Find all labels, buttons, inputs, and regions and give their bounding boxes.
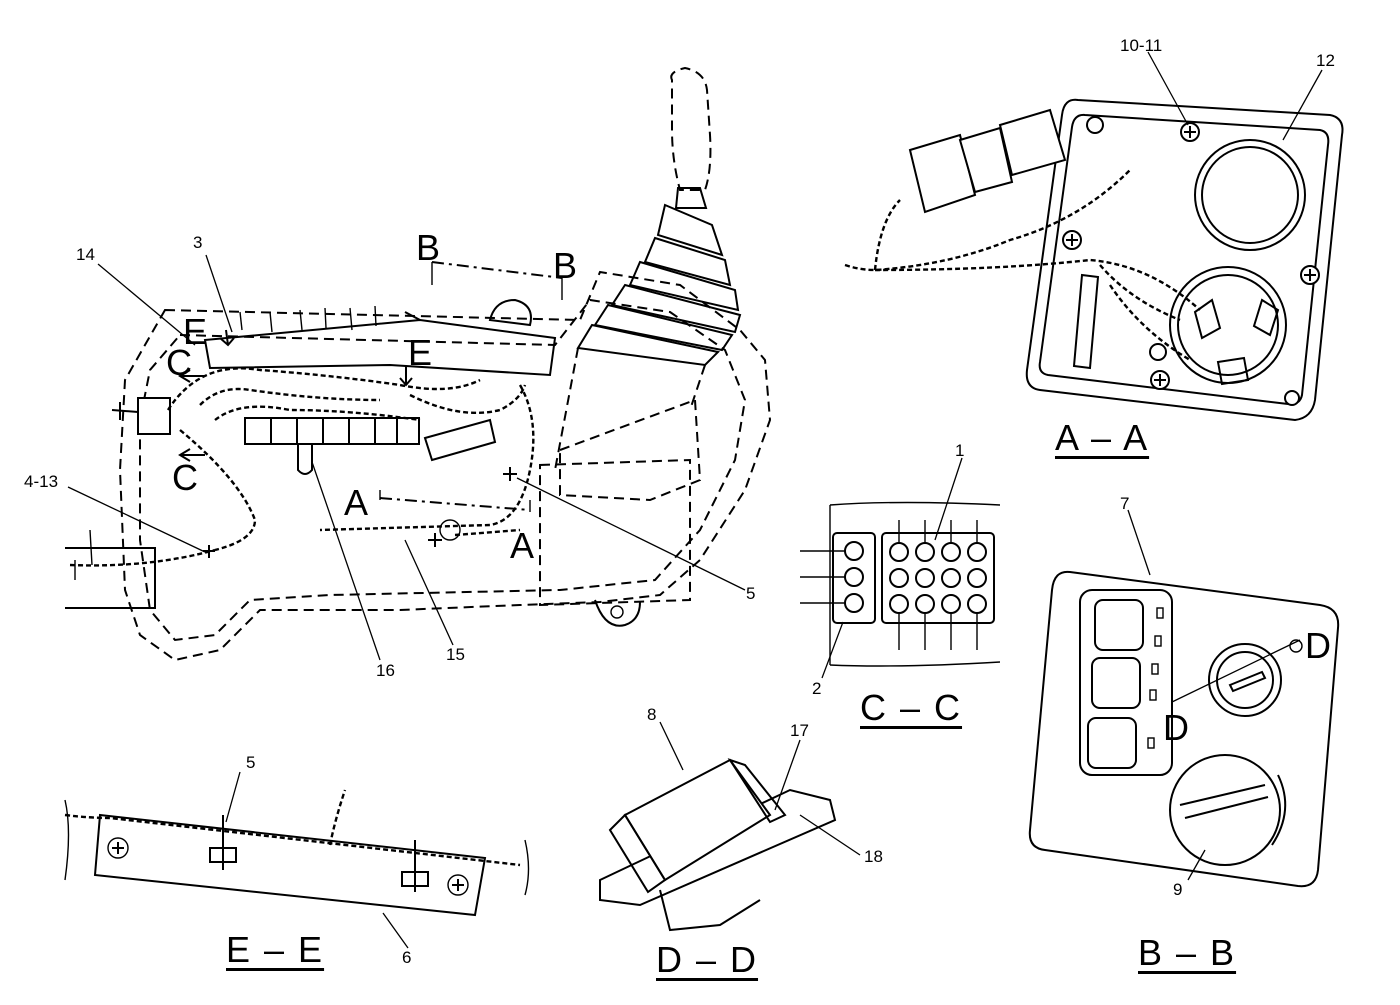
section-marker-e-right: E (408, 332, 433, 373)
section-marker-a-left: A (344, 482, 369, 523)
callout-4-13: 4-13 (24, 472, 59, 491)
callout-1: 1 (955, 441, 965, 460)
section-marker-e-left: E (183, 311, 208, 352)
view-title-ee: E – E (226, 929, 325, 970)
callout-10-11: 10-11 (1120, 36, 1163, 55)
callout-3: 3 (193, 233, 203, 252)
callout-14: 14 (76, 245, 95, 264)
callout-7: 7 (1120, 494, 1130, 513)
callout-12: 12 (1316, 51, 1335, 70)
callout-5-ee: 5 (246, 753, 256, 772)
callout-5-main: 5 (746, 584, 756, 603)
section-marker-d-lower: D (1163, 707, 1189, 748)
callout-9: 9 (1173, 880, 1183, 899)
callout-6: 6 (402, 948, 412, 967)
callout-18: 18 (864, 847, 883, 866)
callout-8: 8 (647, 705, 657, 724)
aa-screws (1062, 116, 1320, 406)
callout-15: 15 (446, 645, 465, 664)
view-title-bb: B – B (1138, 932, 1237, 973)
view-bb (1028, 509, 1340, 888)
callout-16: 16 (376, 661, 395, 680)
section-marker-c-top: C (166, 342, 192, 383)
section-marker-c-bottom: C (172, 457, 198, 498)
main-leader-lines (67, 254, 746, 661)
view-title-dd: D – D (656, 939, 759, 980)
view-cc (800, 457, 1001, 679)
connector-block-row (244, 417, 420, 475)
section-marker-b-right: B (553, 245, 578, 286)
view-title-cc: C – C (860, 687, 963, 728)
lever-boot (554, 203, 742, 471)
view-dd (599, 721, 861, 932)
callout-2: 2 (812, 679, 822, 698)
wiring-harness (69, 367, 535, 567)
section-marker-a-right: A (510, 525, 535, 566)
view-aa (844, 51, 1344, 422)
section-marker-b-left: B (416, 227, 441, 268)
section-marker-d-upper: D (1305, 625, 1331, 666)
callout-17: 17 (790, 721, 809, 740)
main-console-view (65, 66, 772, 662)
view-ee (64, 771, 530, 949)
view-title-aa: A – A (1055, 417, 1150, 458)
